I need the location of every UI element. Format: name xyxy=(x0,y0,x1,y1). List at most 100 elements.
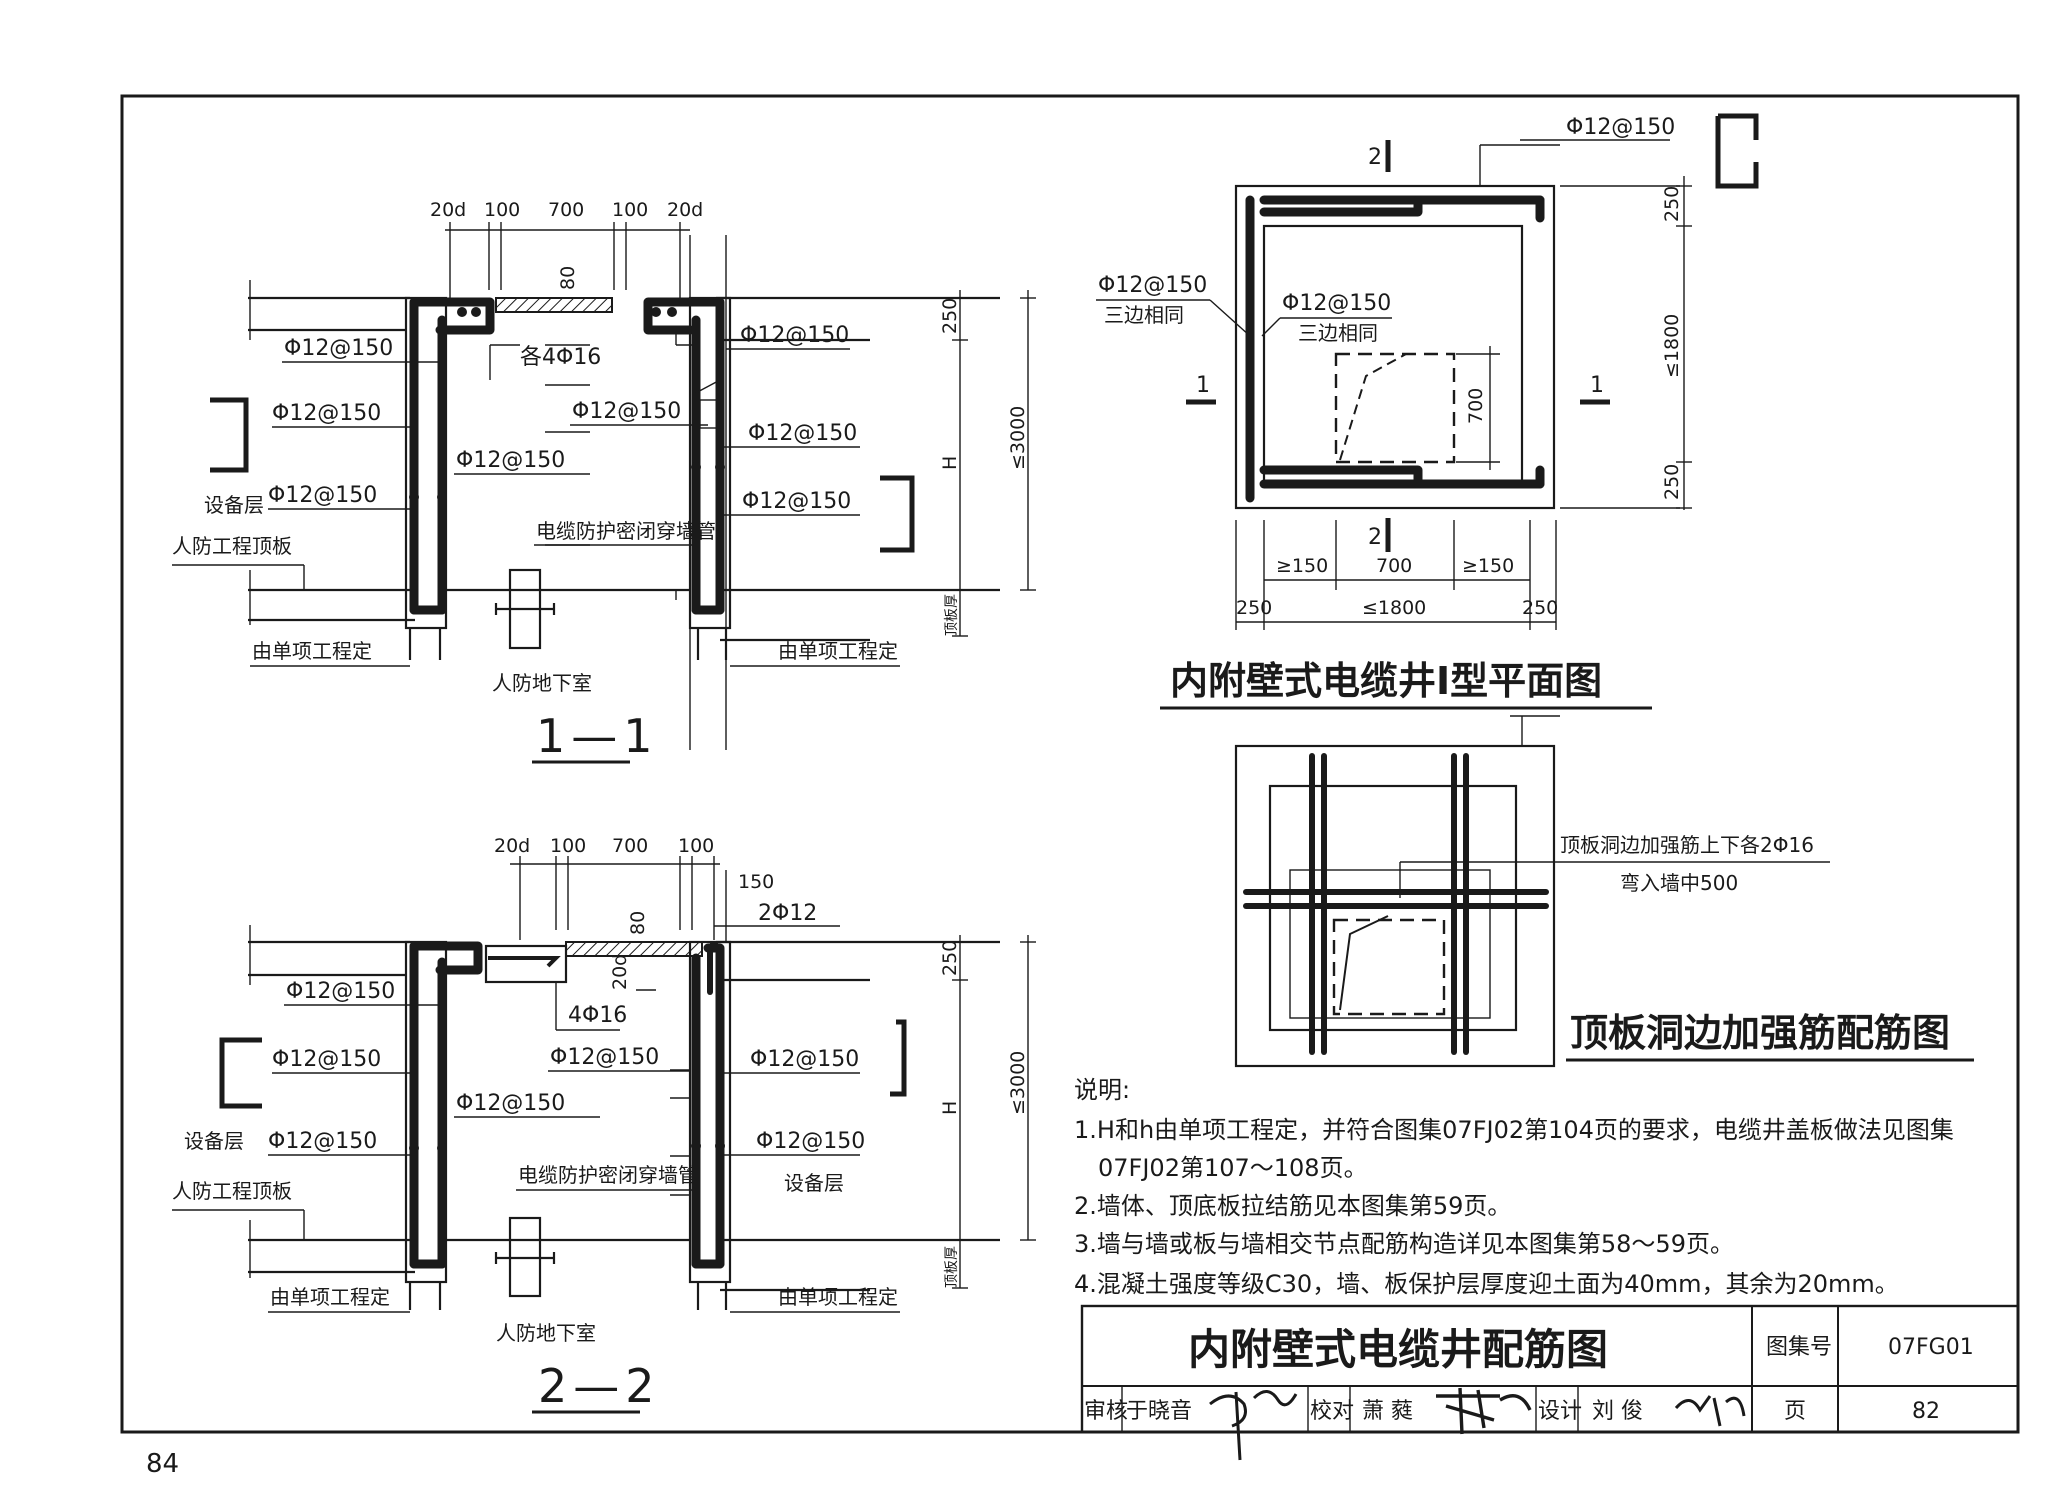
dim-top-100-right: 100 xyxy=(612,199,648,221)
check-name: 萧 蕤 xyxy=(1362,1399,1413,1424)
review-label: 审核 xyxy=(1084,1399,1128,1424)
opening-note-line2: 弯入墙中500 xyxy=(1620,871,1738,895)
title-block: 内附壁式电缆井配筋图 图集号 07FG01 页 82 审核 于晓音 校对 萧 蕤… xyxy=(1080,1304,2020,1461)
rebar2-left-low: Φ12@150 xyxy=(268,1129,377,1154)
dim2-250: 250 xyxy=(939,940,961,976)
rebar2-center-mid: Φ12@150 xyxy=(456,1091,565,1116)
dim2-top-700: 700 xyxy=(612,835,648,857)
label2-basement: 人防地下室 xyxy=(496,1321,596,1345)
label-roof-slab: 人防工程顶板 xyxy=(172,534,292,558)
rebar-right-top: Φ12@150 xyxy=(740,323,849,348)
atlas-value: 07FG01 xyxy=(1888,1335,1974,1360)
plan-mark-1-left: 1 xyxy=(1196,373,1210,398)
plan-dim-bottom-ge150-right: ≥150 xyxy=(1462,555,1514,577)
notes-block: 说明: 1.H和h由单项工程定，并符合图集07FJ02第104页的要求，电缆井盖… xyxy=(1074,1076,1954,1298)
plan-dim-right-250-top: 250 xyxy=(1661,186,1683,222)
rebar2-left-mid: Φ12@150 xyxy=(272,1047,381,1072)
section-1-1: 20d 100 700 100 20d 80 xyxy=(172,199,1036,764)
notes-heading: 说明: xyxy=(1074,1076,1130,1104)
drawing-title: 内附壁式电缆井配筋图 xyxy=(1188,1325,1608,1374)
dim-h: H xyxy=(939,456,961,470)
plan-rebar-left: Φ12@150 xyxy=(1098,273,1207,298)
note-1b: 07FJ02第107～108页。 xyxy=(1098,1154,1368,1182)
section-title-2-2: 2—2 xyxy=(538,1359,661,1413)
rebar2-right-low: Φ12@150 xyxy=(756,1129,865,1154)
label-cable-sleeve: 电缆防护密闭穿墙管 xyxy=(536,519,716,543)
label2-equipment-layer-right: 设备层 xyxy=(784,1171,844,1195)
plan-dim-bottom-250-left: 250 xyxy=(1236,597,1272,619)
dim-slab-thickness: 顶板厚 xyxy=(944,594,960,636)
rebar-center-top: Φ12@150 xyxy=(572,399,681,424)
section-title-1-1: 1—1 xyxy=(536,709,659,763)
rebar2-right-top: Φ12@150 xyxy=(750,1047,859,1072)
dim-top-100-left: 100 xyxy=(484,199,520,221)
rebar-left-top: Φ12@150 xyxy=(284,336,393,361)
rebar2-left-top: Φ12@150 xyxy=(286,979,395,1004)
plan-dim-right-1800: ≤1800 xyxy=(1661,314,1683,378)
design-name: 刘 俊 xyxy=(1592,1399,1643,1424)
dim-250: 250 xyxy=(939,298,961,334)
rebar2-top-bars: 4Φ16 xyxy=(568,1003,627,1028)
dim2-h: H xyxy=(939,1101,961,1115)
label2-roof-slab: 人防工程顶板 xyxy=(172,1179,292,1203)
section-2-2: 20d 100 700 100 150 80 20d 2Φ12 xyxy=(172,835,1036,1414)
atlas-label: 图集号 xyxy=(1766,1335,1832,1360)
dim-top-20d-left: 20d xyxy=(430,199,466,221)
dim2-top-150: 150 xyxy=(738,871,774,893)
label-basement: 人防地下室 xyxy=(492,671,592,695)
review-name: 于晓音 xyxy=(1126,1399,1192,1424)
dim2-top-100-left: 100 xyxy=(550,835,586,857)
plan-dim-bottom-700: 700 xyxy=(1376,555,1412,577)
plan-dim-bottom-1800: ≤1800 xyxy=(1362,597,1426,619)
plan-dim-bottom-250-right: 250 xyxy=(1522,597,1558,619)
rebar-top-bars: 各4Φ16 xyxy=(520,345,601,370)
dim-le-3000: ≤3000 xyxy=(1007,406,1029,470)
note-2: 2.墙体、顶底板拉结筋见本图集第59页。 xyxy=(1074,1192,1511,1220)
dim-top-20d-right: 20d xyxy=(667,199,703,221)
rebar-left-low: Φ12@150 xyxy=(268,483,377,508)
rebar-right-mid: Φ12@150 xyxy=(748,421,857,446)
label2-by-project-right: 由单项工程定 xyxy=(778,1285,898,1309)
plan-mark-1-right: 1 xyxy=(1590,373,1604,398)
dim2-80: 80 xyxy=(627,911,649,935)
page-number: 84 xyxy=(146,1449,179,1479)
rebar-center-mid: Φ12@150 xyxy=(456,448,565,473)
page-value: 82 xyxy=(1912,1399,1940,1424)
label-equipment-layer: 设备层 xyxy=(204,493,264,517)
label2-equipment-layer: 设备层 xyxy=(184,1129,244,1153)
label2-by-project-left: 由单项工程定 xyxy=(270,1285,390,1309)
dim2-20d: 20d xyxy=(609,954,631,990)
opening-note-line1: 顶板洞边加强筋上下各2Φ16 xyxy=(1560,833,1814,857)
plan-dim-bottom-ge150-left: ≥150 xyxy=(1276,555,1328,577)
plan-view: 700 2 2 1 1 Φ12@150 Φ12@150 三边相同 Φ12@150… xyxy=(1096,113,1759,710)
dim2-slab-thickness: 顶板厚 xyxy=(944,1246,960,1288)
plan-rebar-top: Φ12@150 xyxy=(1566,115,1675,140)
design-label: 设计 xyxy=(1538,1399,1582,1424)
page-label: 页 xyxy=(1784,1399,1806,1424)
rebar2-edge-bars: 2Φ12 xyxy=(758,901,817,926)
note-1a: 1.H和h由单项工程定，并符合图集07FJ02第104页的要求，电缆井盖板做法见… xyxy=(1074,1116,1954,1144)
plan-title: 内附壁式电缆井Ⅰ型平面图 xyxy=(1170,659,1602,703)
label2-cable-sleeve: 电缆防护密闭穿墙管 xyxy=(518,1163,698,1187)
plan-rebar-inner: Φ12@150 xyxy=(1282,291,1391,316)
dim2-le-3000: ≤3000 xyxy=(1007,1051,1029,1115)
label-by-project-left: 由单项工程定 xyxy=(252,639,372,663)
sheet-frame xyxy=(120,94,2020,1434)
plan-dim-right-250-bottom: 250 xyxy=(1661,464,1683,500)
dim-80: 80 xyxy=(557,266,579,290)
label-by-project-right: 由单项工程定 xyxy=(778,639,898,663)
note-4: 4.混凝土强度等级C30，墙、板保护层厚度迎土面为40mm，其余为20mm。 xyxy=(1074,1270,1899,1298)
note-3: 3.墙与墙或板与墙相交节点配筋构造详见本图集第58～59页。 xyxy=(1074,1230,1734,1258)
rebar-left-mid: Φ12@150 xyxy=(272,401,381,426)
plan-mark-2-top: 2 xyxy=(1368,145,1382,170)
opening-detail: 顶板洞边加强筋上下各2Φ16 弯入墙中500 顶板洞边加强筋配筋图 xyxy=(1234,715,1974,1068)
plan-mark-2-bottom: 2 xyxy=(1368,525,1382,550)
plan-rebar-inner-note: 三边相同 xyxy=(1298,321,1378,345)
opening-title: 顶板洞边加强筋配筋图 xyxy=(1570,1011,1950,1055)
dim2-top-100-right: 100 xyxy=(678,835,714,857)
plan-rebar-left-note: 三边相同 xyxy=(1104,303,1184,327)
rebar-right-low: Φ12@150 xyxy=(742,489,851,514)
rebar2-center-top: Φ12@150 xyxy=(550,1045,659,1070)
dim2-top-20d: 20d xyxy=(494,835,530,857)
